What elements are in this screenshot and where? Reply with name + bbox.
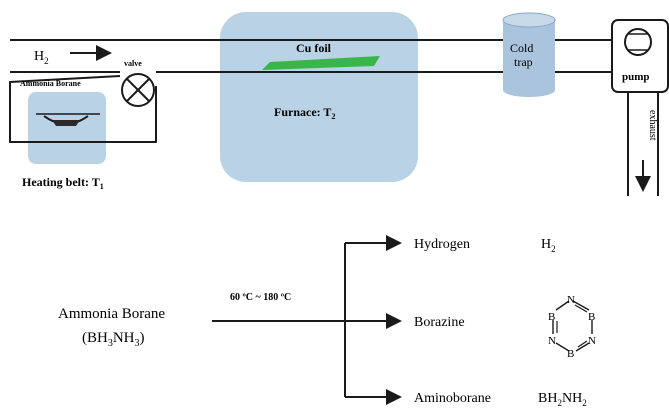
furnace-zone bbox=[220, 12, 418, 182]
reactant-line1: Ammonia Borane bbox=[58, 306, 165, 322]
source-label: Ammonia Borane bbox=[20, 79, 81, 88]
gas-label: H2 bbox=[34, 49, 49, 66]
substrate-label: Cu foil bbox=[296, 41, 332, 55]
cu-foil bbox=[262, 56, 380, 70]
ring-atom-2: B bbox=[588, 311, 595, 323]
ring-atom-3: N bbox=[588, 335, 596, 347]
product-formula-aminoborane: BH2NH2 bbox=[538, 391, 587, 408]
exhaust-label: exhaust bbox=[647, 110, 658, 141]
product-name-aminoborane: Aminoborane bbox=[414, 391, 491, 406]
product-name-borazine: Borazine bbox=[414, 315, 465, 330]
product-formula-hydrogen: H2 bbox=[541, 237, 556, 254]
reactant-line2: (BH3NH3) bbox=[82, 330, 145, 349]
valve-label: valve bbox=[124, 59, 142, 68]
heating-zone bbox=[28, 92, 106, 164]
cvd-apparatus: valve H2 Ammonia Borane Heating belt: T1… bbox=[9, 12, 669, 196]
product-name-hydrogen: Hydrogen bbox=[414, 237, 470, 252]
ring-atom-6: B bbox=[548, 311, 555, 323]
reaction-condition: 60 ºC ~ 180 ºC bbox=[230, 292, 291, 303]
heating-label: Heating belt: T1 bbox=[22, 175, 104, 191]
pump-icon bbox=[611, 19, 669, 93]
boat-icon bbox=[36, 113, 100, 126]
ring-atom-4: B bbox=[567, 348, 574, 360]
valve-icon bbox=[121, 73, 155, 107]
pump-label: pump bbox=[622, 71, 650, 83]
ring-atom-5: N bbox=[548, 335, 556, 347]
trap-label-line1: Cold bbox=[510, 41, 533, 55]
cold-trap bbox=[502, 12, 556, 97]
trap-label-line2: trap bbox=[514, 55, 533, 69]
borazine-structure: N B N B N B bbox=[548, 294, 596, 360]
ring-atom-1: N bbox=[567, 294, 575, 306]
reaction-scheme: Ammonia Borane (BH3NH3) 60 ºC ~ 180 ºC H… bbox=[58, 235, 596, 408]
furnace-label: Furnace: T2 bbox=[274, 105, 335, 121]
bypass-loop bbox=[9, 75, 157, 143]
